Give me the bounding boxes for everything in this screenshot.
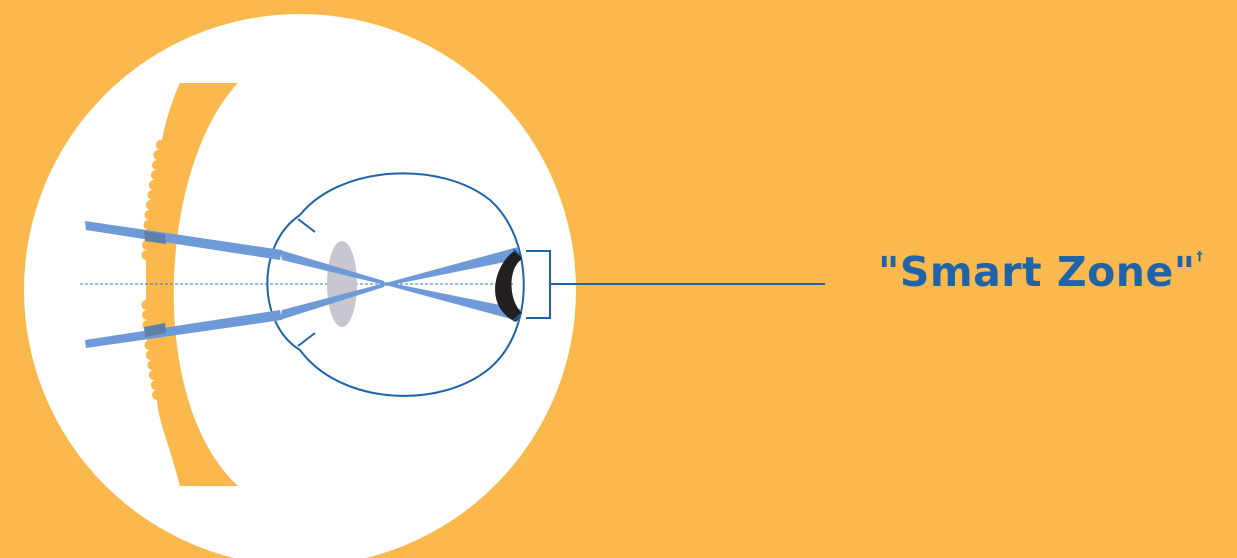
light-ray-inner-upper: [280, 250, 385, 285]
ray-through-lens-lower: [144, 323, 166, 337]
retina-zone-top: [512, 248, 522, 257]
iris-upper: [297, 218, 316, 233]
crystalline-lens: [327, 241, 357, 327]
ray-through-lens-upper: [144, 231, 166, 244]
iris-lower: [297, 332, 316, 347]
light-ray-upper: [85, 221, 282, 260]
retina-zone: [495, 250, 522, 322]
eyeball-outline: [299, 172, 525, 397]
smart-zone-label: "Smart Zone"†: [878, 249, 1204, 293]
light-ray-diverge-upper: [382, 247, 520, 286]
smart-zone-text: "Smart Zone": [878, 248, 1196, 296]
light-ray-lower: [85, 310, 282, 348]
spectacle-lens: [141, 83, 238, 486]
dagger-footnote-mark: †: [1196, 249, 1204, 263]
cornea: [266, 214, 301, 351]
light-ray-inner-lower: [280, 283, 385, 320]
magnify-circle: [24, 14, 576, 558]
retina-zone-bottom: [512, 313, 522, 322]
light-ray-diverge-lower: [382, 282, 520, 321]
